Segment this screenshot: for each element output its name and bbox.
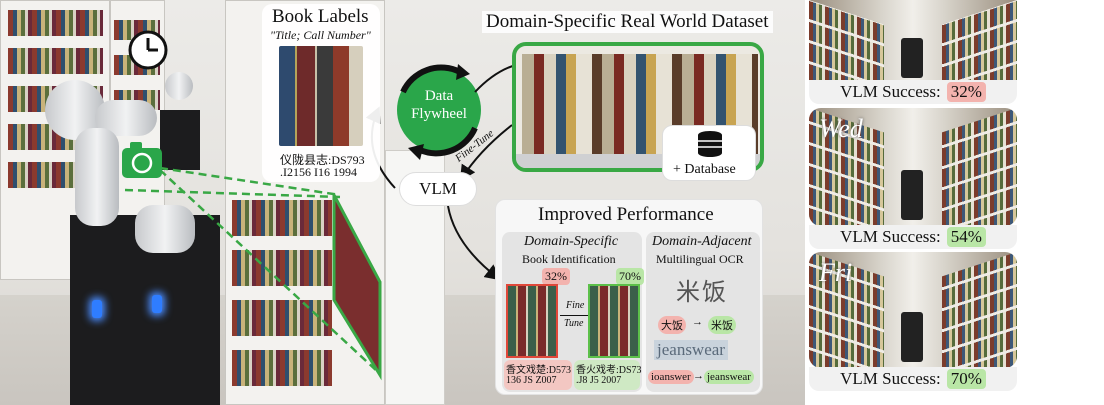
success-row-1: VLM Success: 32% [809,80,1017,104]
robot-in-aisle [901,170,923,220]
book-labels-panel: Book Labels "Title; Call Number" 仪陇县志:DS… [262,4,380,182]
vlm-node: VLM [399,172,477,206]
ocr-right-1: 米饭 [708,316,736,334]
database-label: + Database [673,162,736,177]
dataset-title: Domain-Specific Real World Dataset [482,11,773,33]
camera-view-line [159,169,379,373]
robot-wrist [135,205,195,253]
success-row-3: VLM Success: 70% [809,367,1017,391]
success-value-3: 70% [946,369,986,389]
robot-in-aisle [901,38,923,78]
after-score: 70% [616,268,644,285]
success-row-2: VLM Success: 54% [809,225,1017,249]
data-flywheel-icon [397,64,481,160]
books-row [232,250,332,286]
arrow-vlm-to-performance [447,205,502,281]
ocr-image-1: 米饭 [676,280,728,306]
before-books-image [506,284,558,358]
captured-books-frame [332,194,382,381]
domain-adjacent-subtitle: Multilingual OCR [656,252,744,266]
diagram-overlay [122,30,544,381]
success-label-2: VLM Success: [840,227,941,246]
friday-photo: Fri [809,252,1017,368]
book-labels-title: Book Labels [272,6,369,27]
domain-specific-box: Domain-Specific Book Identification 32% … [502,232,644,392]
arrow-label-bottom: Tune [564,318,584,329]
robot-light [152,295,162,313]
ocr-arrow-1: → [692,316,703,328]
domain-specific-title: Domain-Specific [524,234,619,249]
label-line-2: .I2156 I16 1994 [280,165,357,179]
camera-view-line [124,188,341,199]
books-row [232,300,332,336]
before-score: 32% [542,268,570,285]
domain-specific-subtitle: Book Identification [522,252,616,266]
camera-view-line [159,166,341,197]
distant-robot-base [160,110,200,170]
books-row [232,200,332,236]
ocr-wrong-1: 大饭 [658,316,686,334]
flywheel-label: Data Flywheel [404,87,474,123]
improved-title: Improved Performance [538,204,714,225]
clock-icon [128,30,168,70]
before-label-2: 136 JS Z007 [506,375,557,386]
before-label-box: 香文戏楚:D573 136 JS Z007 [504,360,572,390]
robot-light [92,300,102,318]
fine-tune-arrow [560,315,588,316]
ocr-right-2: jeanswear [704,370,754,384]
ocr-image-2: jeanswear [654,340,728,360]
book-spines-image [279,46,363,146]
label-line-1: 仪陇县志:DS793 [280,153,365,167]
after-books-image [588,284,640,358]
camera-icon [122,142,162,178]
success-value-2: 54% [946,227,986,247]
flywheel-line-2: Flywheel [411,106,467,122]
day-label-fri: Fri [819,258,853,287]
ocr-arrow-2: → [693,370,704,382]
arrow-label-top: Fine [566,300,585,311]
domain-adjacent-title: Domain-Adjacent [652,234,752,249]
dataset-photo [512,42,764,172]
book-labels-subtitle: "Title; Call Number" [270,28,371,42]
before-label-1: 香文戏楚:D573 [506,365,571,376]
after-label-2: .J8 J5 2007 [576,375,622,386]
improved-performance-panel: Improved Performance Domain-Specific Boo… [495,199,763,395]
wednesday-photo: Wed [809,108,1017,226]
day-label-wed: Wed [819,114,863,143]
success-label-1: VLM Success: [840,82,941,101]
robot-forearm [75,128,119,226]
distant-robot [165,72,193,100]
after-label-box: 香火戏考:DS73 .J8 J5 2007 [574,360,642,390]
books-row [8,48,103,74]
database-box: + Database [662,125,756,181]
database-icon [698,131,722,157]
domain-adjacent-box: Domain-Adjacent Multilingual OCR 米饭 大饭 →… [646,232,760,392]
after-label-1: 香火戏考:DS73 [576,365,642,376]
books-row [232,350,332,386]
books-row [8,10,103,36]
robot-in-aisle [901,312,923,362]
success-label-3: VLM Success: [840,369,941,388]
flywheel-line-1: Data [424,88,454,104]
success-value-1: 32% [946,82,986,102]
ocr-wrong-2: ioanswer [648,370,694,384]
monday-photo [809,0,1017,82]
